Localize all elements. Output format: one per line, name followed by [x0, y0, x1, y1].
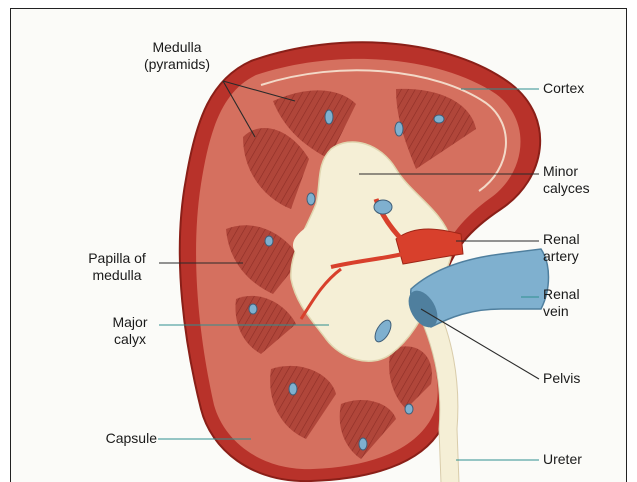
papilla-label-line2: medulla [71, 267, 163, 284]
minor-calyces-label-line2: calyces [543, 180, 590, 197]
medulla-label-line2: (pyramids) [123, 56, 231, 73]
major-calyx-label-line1: Major [101, 314, 159, 331]
kidney-illustration [11, 9, 627, 482]
capsule-label: Capsule [85, 430, 157, 447]
major-calyx-label: Major calyx [101, 314, 159, 348]
renal-artery-label-line1: Renal [543, 231, 580, 248]
pelvis-label: Pelvis [543, 370, 580, 387]
major-calyx-label-line2: calyx [101, 331, 159, 348]
minor-calyces-label: Minor calyces [543, 163, 590, 197]
medulla-label: Medulla (pyramids) [123, 39, 231, 73]
papilla-label: Papilla of medulla [71, 250, 163, 284]
minor-calyces-label-line1: Minor [543, 163, 590, 180]
renal-vein-label: Renal vein [543, 286, 580, 320]
renal-vein-label-line2: vein [543, 303, 580, 320]
cortex-label: Cortex [543, 80, 584, 97]
papilla-label-line1: Papilla of [71, 250, 163, 267]
medulla-label-line1: Medulla [123, 39, 231, 56]
diagram-frame: Medulla (pyramids) Cortex Minor calyces … [10, 8, 627, 482]
ureter-label: Ureter [543, 451, 582, 468]
renal-artery-label-line2: artery [543, 248, 580, 265]
renal-vein-label-line1: Renal [543, 286, 580, 303]
renal-artery-label: Renal artery [543, 231, 580, 265]
